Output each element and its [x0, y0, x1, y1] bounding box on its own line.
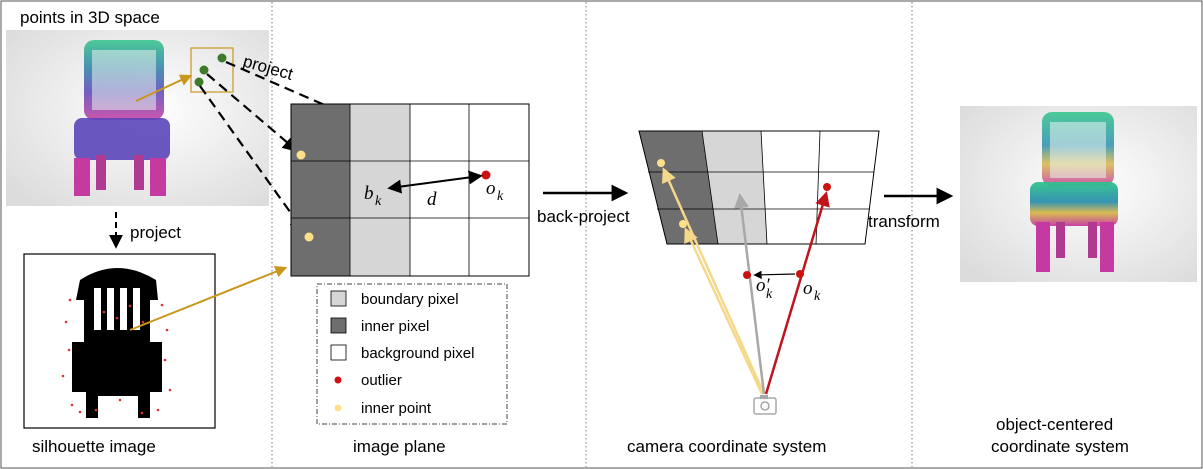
legend-label: outlier — [361, 372, 402, 389]
legend-label: background pixel — [361, 345, 474, 362]
silhouette-image-label: silhouette image — [32, 437, 156, 456]
legend-label: inner pixel — [361, 318, 429, 335]
legend-box — [316, 283, 508, 425]
legend-swatch-outlier — [334, 376, 342, 384]
image-plane-grid — [290, 103, 530, 277]
legend-label: boundary pixel — [361, 291, 459, 308]
svg-text:k: k — [814, 289, 821, 304]
d-label: d — [427, 189, 437, 210]
green-point — [217, 53, 227, 63]
legend-swatch-boundary — [330, 290, 347, 307]
correction-arrow — [753, 270, 796, 280]
o-k-point — [796, 270, 804, 278]
inner-point — [296, 150, 306, 160]
ray-yellow-1 — [662, 167, 766, 395]
projection-ray-inner-1 — [206, 73, 299, 153]
o-k-label-camera: o k — [803, 278, 821, 304]
transform-label: transform — [868, 212, 940, 231]
distance-arrow — [387, 170, 483, 194]
point-cloud-image — [6, 30, 269, 206]
legend-swatch-innerpoint — [334, 404, 342, 412]
legend-label: inner point — [361, 400, 432, 417]
legend: boundary pixel inner pixel background pi… — [316, 283, 508, 425]
o-k-label: o k — [486, 178, 504, 204]
camera-coordinate-label: camera coordinate system — [627, 437, 826, 456]
svg-text:k: k — [375, 194, 382, 209]
o-k-prime-point — [743, 271, 751, 279]
legend-swatch-background — [330, 344, 347, 361]
camera-icon — [753, 395, 777, 415]
ray-gray — [733, 193, 766, 395]
inner-point — [679, 220, 687, 228]
silhouette-image — [23, 253, 216, 429]
ray-red — [764, 191, 830, 395]
object-centered-label-line1: object-centered — [996, 415, 1113, 434]
image-plane-label: image plane — [353, 437, 446, 456]
green-point — [194, 77, 204, 87]
zoom-box — [190, 47, 234, 93]
svg-text:k: k — [766, 287, 773, 302]
inner-point — [304, 232, 314, 242]
b-k-label: b k — [364, 183, 382, 209]
svg-text:b: b — [364, 183, 374, 204]
outlier-point — [481, 170, 491, 180]
back-project-label: back-project — [537, 207, 630, 226]
legend-swatch-inner — [330, 317, 347, 334]
inner-point — [657, 159, 665, 167]
outlier-point — [823, 183, 831, 191]
perspective-plane — [638, 130, 880, 245]
svg-text:k: k — [497, 189, 504, 204]
gold-arrow-chair — [135, 74, 193, 102]
project-label-down: project — [130, 223, 181, 242]
green-point — [199, 65, 209, 75]
o-k-prime-label: o′ k — [756, 275, 773, 302]
ray-yellow-2 — [684, 227, 764, 395]
object-centered-chair-image — [960, 106, 1197, 282]
projection-ray-inner-2 — [199, 85, 305, 233]
svg-text:o′: o′ — [756, 275, 771, 296]
svg-text:o: o — [803, 278, 813, 299]
svg-text:o: o — [486, 178, 496, 199]
points-3d-label: points in 3D space — [20, 8, 160, 27]
gold-arrow-silhouette — [129, 265, 288, 331]
object-centered-label-line2: coordinate system — [991, 437, 1129, 456]
